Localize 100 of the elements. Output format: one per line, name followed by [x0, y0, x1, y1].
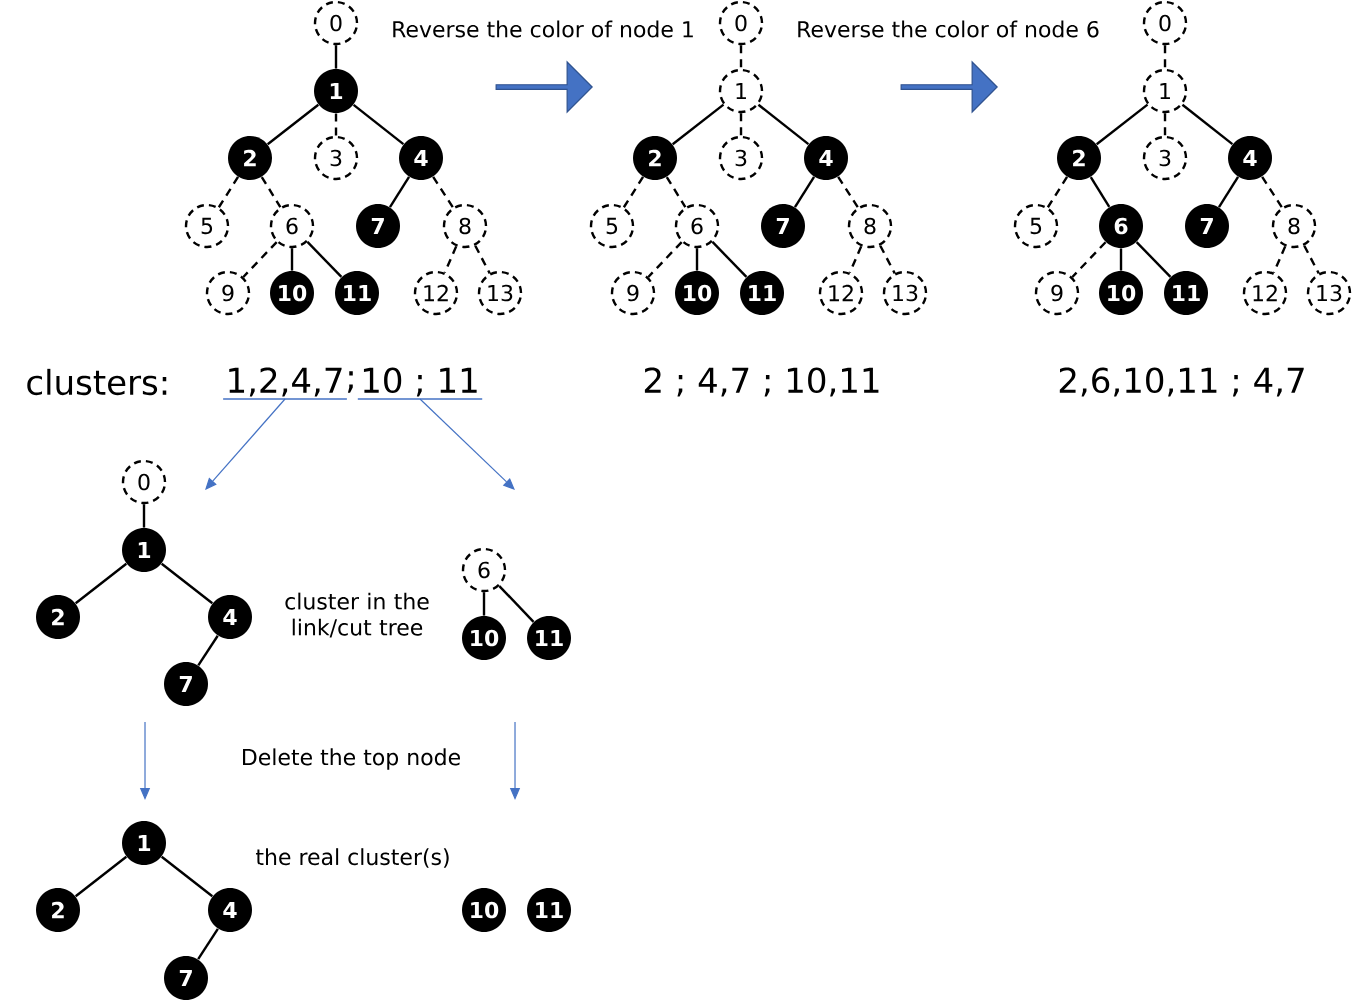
filled-node: 11: [527, 888, 571, 932]
underlined-text: 10 ; 11: [357, 367, 483, 400]
dashed-node: 3: [1142, 135, 1188, 181]
tree-edge: [74, 855, 128, 898]
dashed-node: 8: [847, 203, 893, 249]
tree-edge: [1181, 103, 1234, 146]
dashed-node: 5: [1013, 203, 1059, 249]
tree-edge: [739, 113, 743, 136]
dashed-node: 3: [313, 135, 359, 181]
filled-node: 1: [122, 821, 166, 865]
filled-node: 4: [804, 136, 848, 180]
tree-edge: [290, 248, 294, 271]
filled-node: 6: [1099, 204, 1143, 248]
tree-edge: [1303, 245, 1320, 274]
text-label: ;: [347, 371, 353, 393]
tree-edge: [388, 176, 411, 208]
filled-node: 7: [164, 662, 208, 706]
tree-edge: [160, 855, 214, 898]
dashed-node: 0: [121, 459, 167, 505]
filled-node: 2: [1057, 136, 1101, 180]
dashed-node: 12: [413, 270, 459, 316]
text-label: 2,6,10,11 ; 4,7: [1059, 367, 1304, 397]
tree-edge: [1135, 241, 1172, 278]
underlined-text: 1,2,4,7: [222, 367, 348, 400]
dashed-node: 8: [1271, 203, 1317, 249]
arrow: [205, 398, 286, 490]
filled-node: 7: [1185, 204, 1229, 248]
tree-edge: [837, 176, 859, 209]
tree-edge: [879, 245, 896, 274]
tree-edge: [848, 245, 863, 274]
filled-node: 2: [633, 136, 677, 180]
dashed-node: 1: [1142, 68, 1188, 114]
filled-node: 10: [462, 888, 506, 932]
filled-node: 7: [164, 956, 208, 1000]
filled-node: 10: [675, 271, 719, 315]
tree-edge: [260, 176, 282, 208]
filled-node: 11: [740, 271, 784, 315]
tree-edge: [1089, 176, 1111, 208]
text-label: Delete the top node: [243, 748, 460, 770]
filled-node: 10: [1099, 271, 1143, 315]
dashed-node: 12: [818, 270, 864, 316]
dashed-node: 0: [1142, 0, 1188, 46]
tree-edge: [482, 592, 486, 616]
tree-edge: [1046, 176, 1069, 208]
filled-node: 2: [36, 888, 80, 932]
tree-edge: [757, 103, 810, 146]
tree-edge: [695, 248, 699, 271]
filled-node: 11: [1164, 271, 1208, 315]
filled-node: 11: [335, 271, 379, 315]
tree-edge: [1119, 248, 1123, 271]
filled-node: 11: [527, 616, 571, 660]
filled-node: 4: [208, 595, 252, 639]
tree-edge: [334, 45, 338, 69]
tree-edge: [443, 245, 458, 274]
dashed-node: 12: [1242, 270, 1288, 316]
tree-edge: [432, 176, 454, 209]
dashed-node: 5: [589, 203, 635, 249]
dashed-node: 13: [882, 270, 928, 316]
tree-edge: [647, 241, 683, 278]
tree-edge: [671, 103, 725, 146]
text-label: Reverse the color of node 1: [393, 20, 693, 38]
dashed-node: 9: [205, 270, 251, 316]
dashed-node: 8: [442, 203, 488, 249]
filled-node: 4: [399, 136, 443, 180]
tree-edge: [334, 113, 338, 136]
dashed-node: 0: [313, 0, 359, 46]
tree-edge: [352, 103, 405, 146]
dashed-node: 1: [718, 68, 764, 114]
filled-node: 10: [462, 616, 506, 660]
tree-edge: [306, 241, 343, 278]
dashed-node: 9: [610, 270, 656, 316]
tree-edge: [498, 585, 535, 623]
text-label: 2 ; 4,7 ; 10,11: [644, 367, 879, 397]
filled-node: 2: [36, 595, 80, 639]
arrow: [419, 398, 515, 490]
text-label: the real cluster(s): [256, 848, 449, 868]
tree-edge: [1272, 245, 1287, 274]
dashed-node: 5: [184, 203, 230, 249]
tree-edge: [217, 176, 240, 208]
filled-node: 2: [228, 136, 272, 180]
tree-edge: [74, 562, 128, 605]
tree-edge: [142, 504, 146, 528]
text-label: cluster in the link/cut tree: [285, 592, 429, 638]
dashed-node: 3: [718, 135, 764, 181]
dashed-node: 6: [674, 203, 720, 249]
filled-node: 10: [270, 271, 314, 315]
tree-edge: [474, 245, 491, 274]
tree-edge: [197, 635, 219, 666]
tree-edge: [1163, 45, 1167, 69]
tree-edge: [197, 928, 219, 960]
dashed-node: 13: [1306, 270, 1352, 316]
filled-node: 4: [208, 888, 252, 932]
filled-node: 1: [314, 69, 358, 113]
tree-edge: [266, 103, 320, 146]
tree-edge: [622, 176, 645, 208]
text-label: clusters:: [27, 368, 167, 396]
dashed-node: 6: [269, 203, 315, 249]
tree-edge: [793, 176, 816, 208]
tree-edge: [1217, 176, 1240, 208]
tree-edge: [739, 45, 743, 69]
